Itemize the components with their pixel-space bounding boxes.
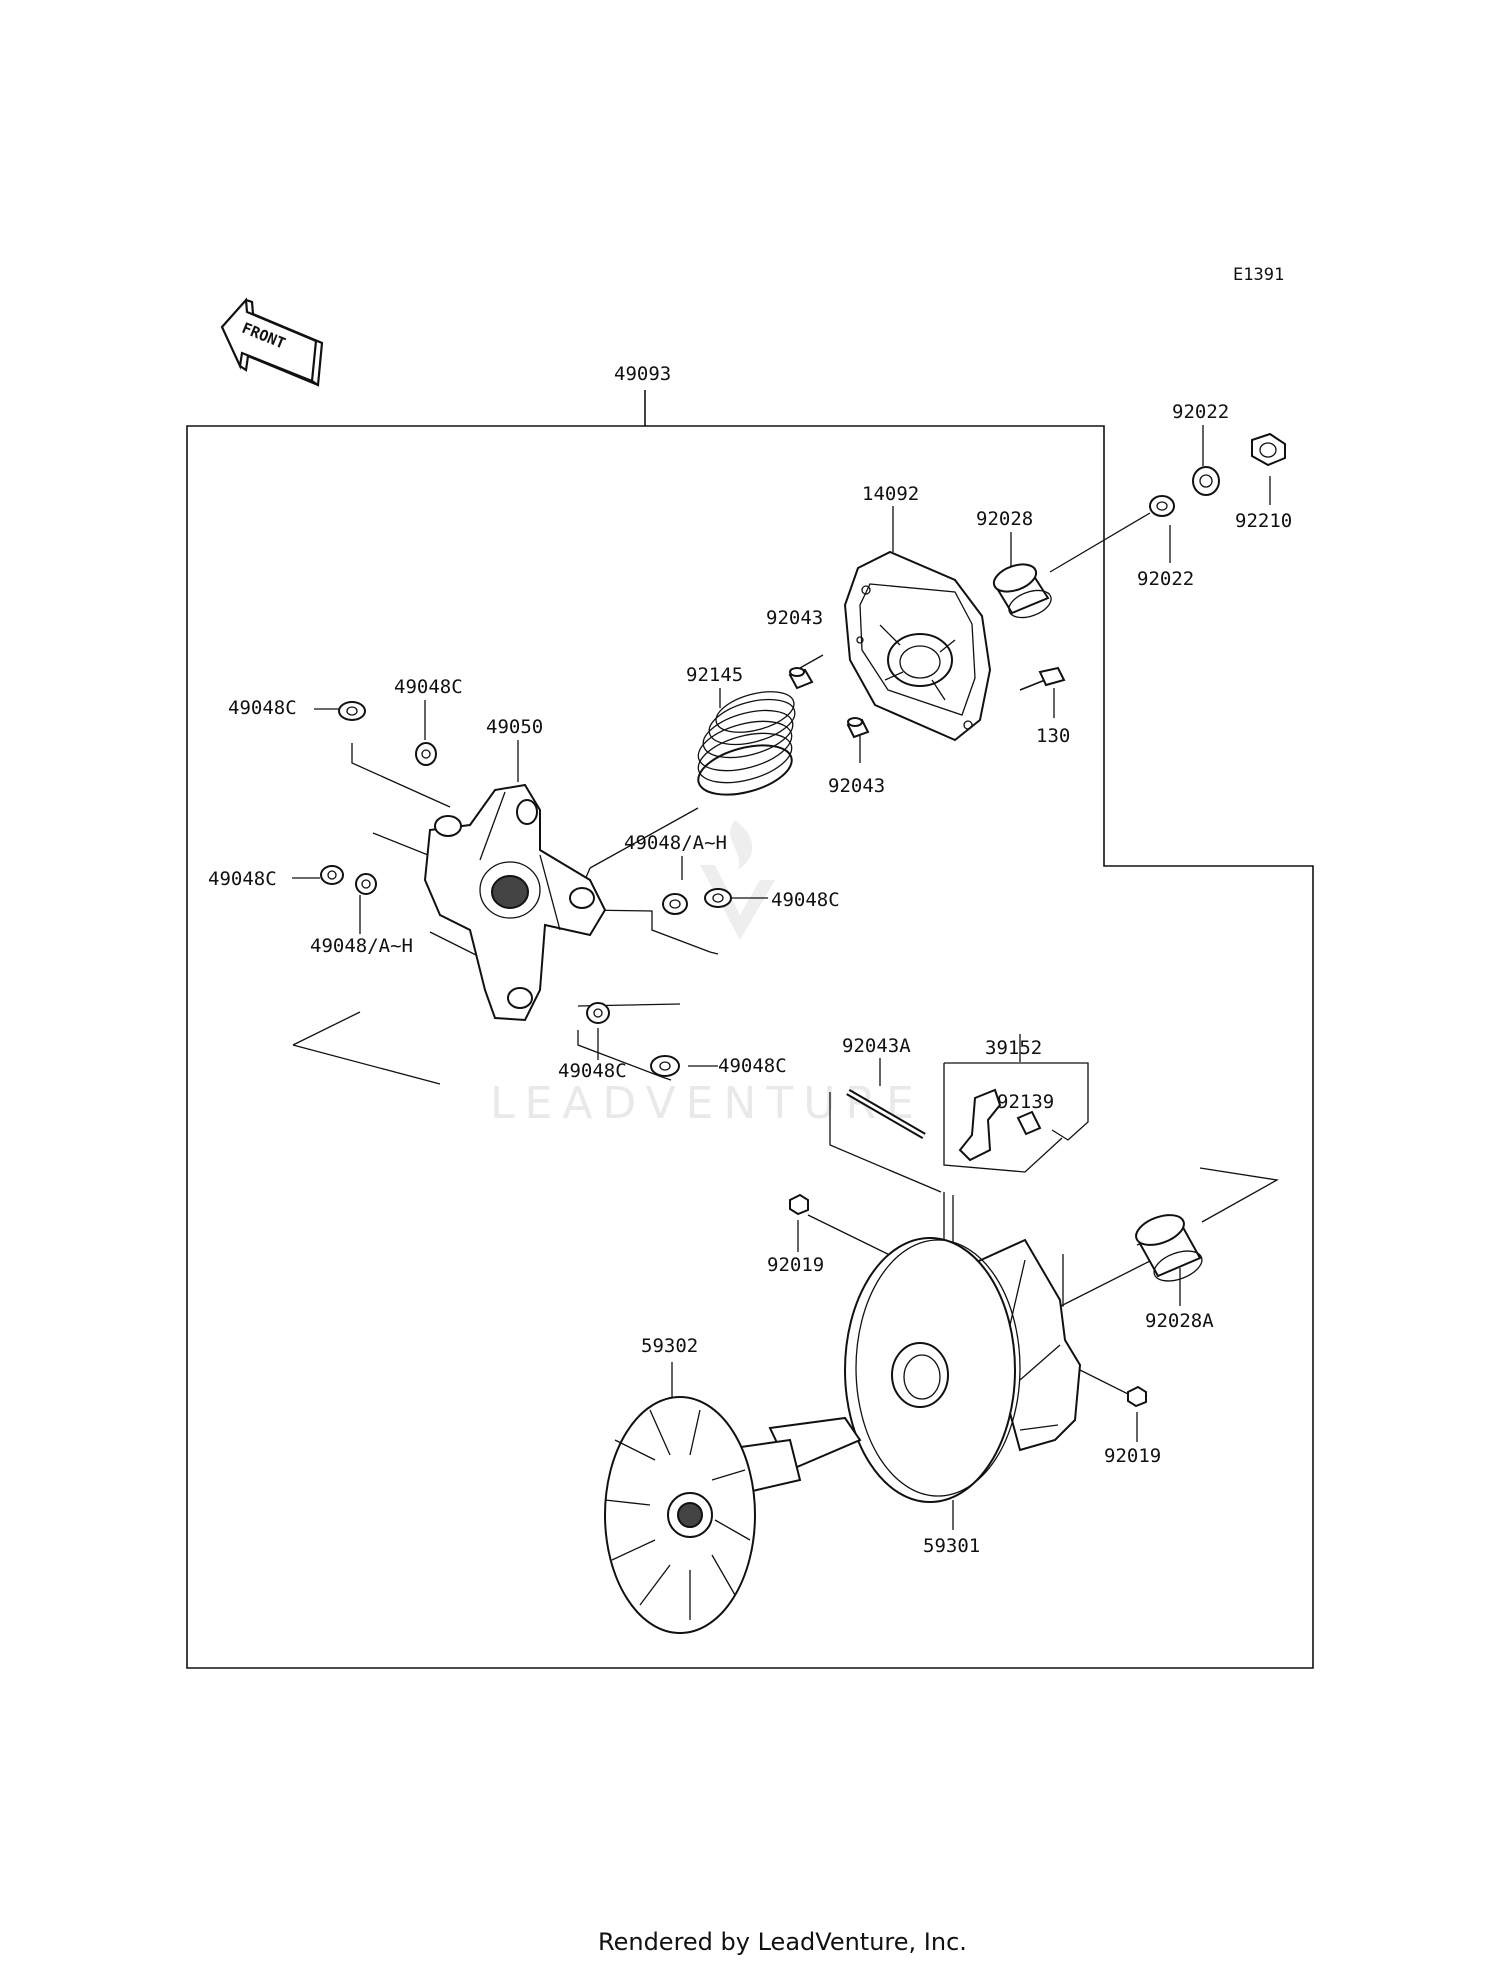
part-rollers-49048 [320,701,732,1077]
label-49048c-e: 49048C [558,1060,627,1082]
front-arrow-icon: FRONT [220,297,324,387]
watermark: LEADVENTURE [490,820,924,1129]
part-cover-14092 [843,550,992,742]
label-59301: 59301 [923,1535,980,1557]
part-spider-49050 [423,783,607,1022]
part-weight-39152 [958,1088,1042,1162]
label-14092: 14092 [862,483,919,505]
label-49048c-d: 49048C [208,868,277,890]
label-49048ah-left: 49048/A~H [310,935,413,957]
label-39152: 39152 [985,1037,1042,1059]
label-49048ah-right: 49048/A~H [624,832,727,854]
label-130: 130 [1036,725,1070,747]
footer-credit: Rendered by LeadVenture, Inc. [598,1928,967,1956]
label-92022-lower: 92022 [1137,568,1194,590]
label-92043a: 92043A [842,1035,911,1057]
part-nuts-92019 [789,1193,1147,1408]
part-sheave-59301 [844,1237,1082,1503]
label-92028a: 92028A [1145,1310,1214,1332]
diagram-code: E1391 [1233,265,1284,285]
part-pins-92043 [788,667,870,739]
label-92019-right: 92019 [1104,1445,1161,1467]
label-92022-top: 92022 [1172,401,1229,423]
part-washers-top-right [1149,432,1286,517]
part-pin-92043a [846,1088,926,1140]
label-92210: 92210 [1235,510,1292,532]
part-bolt-130 [1019,666,1066,691]
label-59302: 59302 [641,1335,698,1357]
label-49048c-c: 49048C [771,889,840,911]
part-bushing-92028 [992,563,1052,619]
label-49048c-f: 49048C [718,1055,787,1077]
label-49050: 49050 [486,716,543,738]
label-92139: 92139 [997,1091,1054,1113]
label-49048c-a: 49048C [228,697,297,719]
part-bushing-92028a [1135,1214,1203,1282]
label-92028: 92028 [976,508,1033,530]
assembly-outline [186,390,1314,1669]
label-92019-left: 92019 [767,1254,824,1276]
part-sheave-59302 [604,1396,862,1634]
label-49048c-b: 49048C [394,676,463,698]
label-49093: 49093 [614,363,671,385]
part-labels: 49093 92022 92210 92022 14092 92028 9204… [208,363,1292,1557]
watermark-text: LEADVENTURE [490,1078,924,1129]
leader-lines [292,425,1279,1530]
label-92043-bottom: 92043 [828,775,885,797]
part-spring-92145 [697,691,796,796]
label-92145: 92145 [686,664,743,686]
label-92043-top: 92043 [766,607,823,629]
